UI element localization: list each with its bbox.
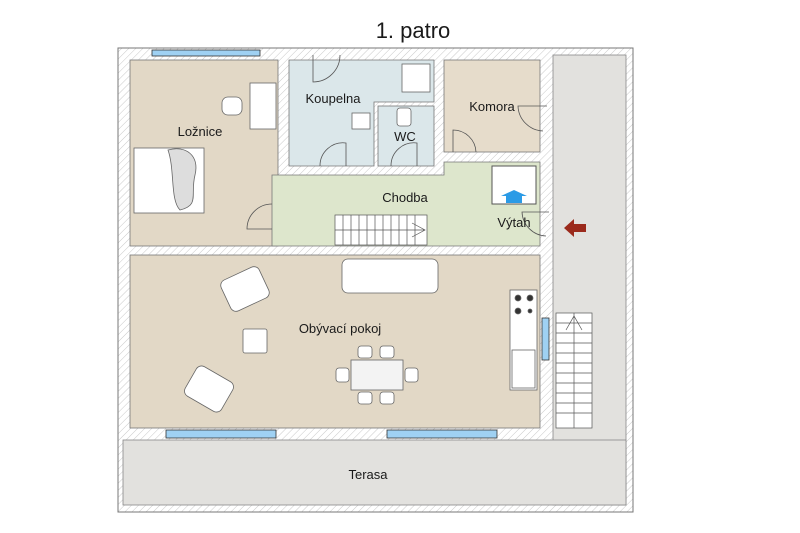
label-obyvaci-pokoj: Obývací pokoj xyxy=(299,321,381,336)
room-komora xyxy=(443,59,541,153)
label-komora: Komora xyxy=(469,99,515,114)
floor-title: 1. patro xyxy=(376,18,451,43)
toilet xyxy=(396,107,412,127)
sofa xyxy=(341,258,439,294)
side-table xyxy=(242,328,268,354)
window xyxy=(386,429,498,439)
furniture xyxy=(133,63,538,413)
chair xyxy=(221,96,243,116)
label-wc: WC xyxy=(394,129,416,144)
label-loznice: Ložnice xyxy=(178,124,223,139)
windows xyxy=(151,49,550,439)
desk xyxy=(249,82,277,130)
bed-blanket xyxy=(167,148,197,211)
entrance-arrow-icon xyxy=(564,219,586,237)
sink xyxy=(511,349,536,389)
doors xyxy=(246,54,549,237)
label-chodba: Chodba xyxy=(382,190,428,205)
room-obyvaci-pokoj xyxy=(129,254,541,429)
armchair xyxy=(220,266,270,312)
shower xyxy=(401,63,431,93)
label-terasa: Terasa xyxy=(348,467,388,482)
washbasin xyxy=(351,112,371,130)
stairs-internal xyxy=(334,214,428,246)
window xyxy=(541,317,550,361)
dining-table xyxy=(350,359,404,391)
elevator-arrow-icon xyxy=(501,190,527,203)
label-koupelna: Koupelna xyxy=(306,91,362,106)
room-terasa xyxy=(122,439,627,506)
stairs-external xyxy=(555,312,593,429)
armchair xyxy=(184,365,234,413)
window xyxy=(151,49,261,57)
label-vytah: Výtah xyxy=(497,215,530,230)
side-walkway xyxy=(552,54,627,506)
window xyxy=(165,429,277,439)
